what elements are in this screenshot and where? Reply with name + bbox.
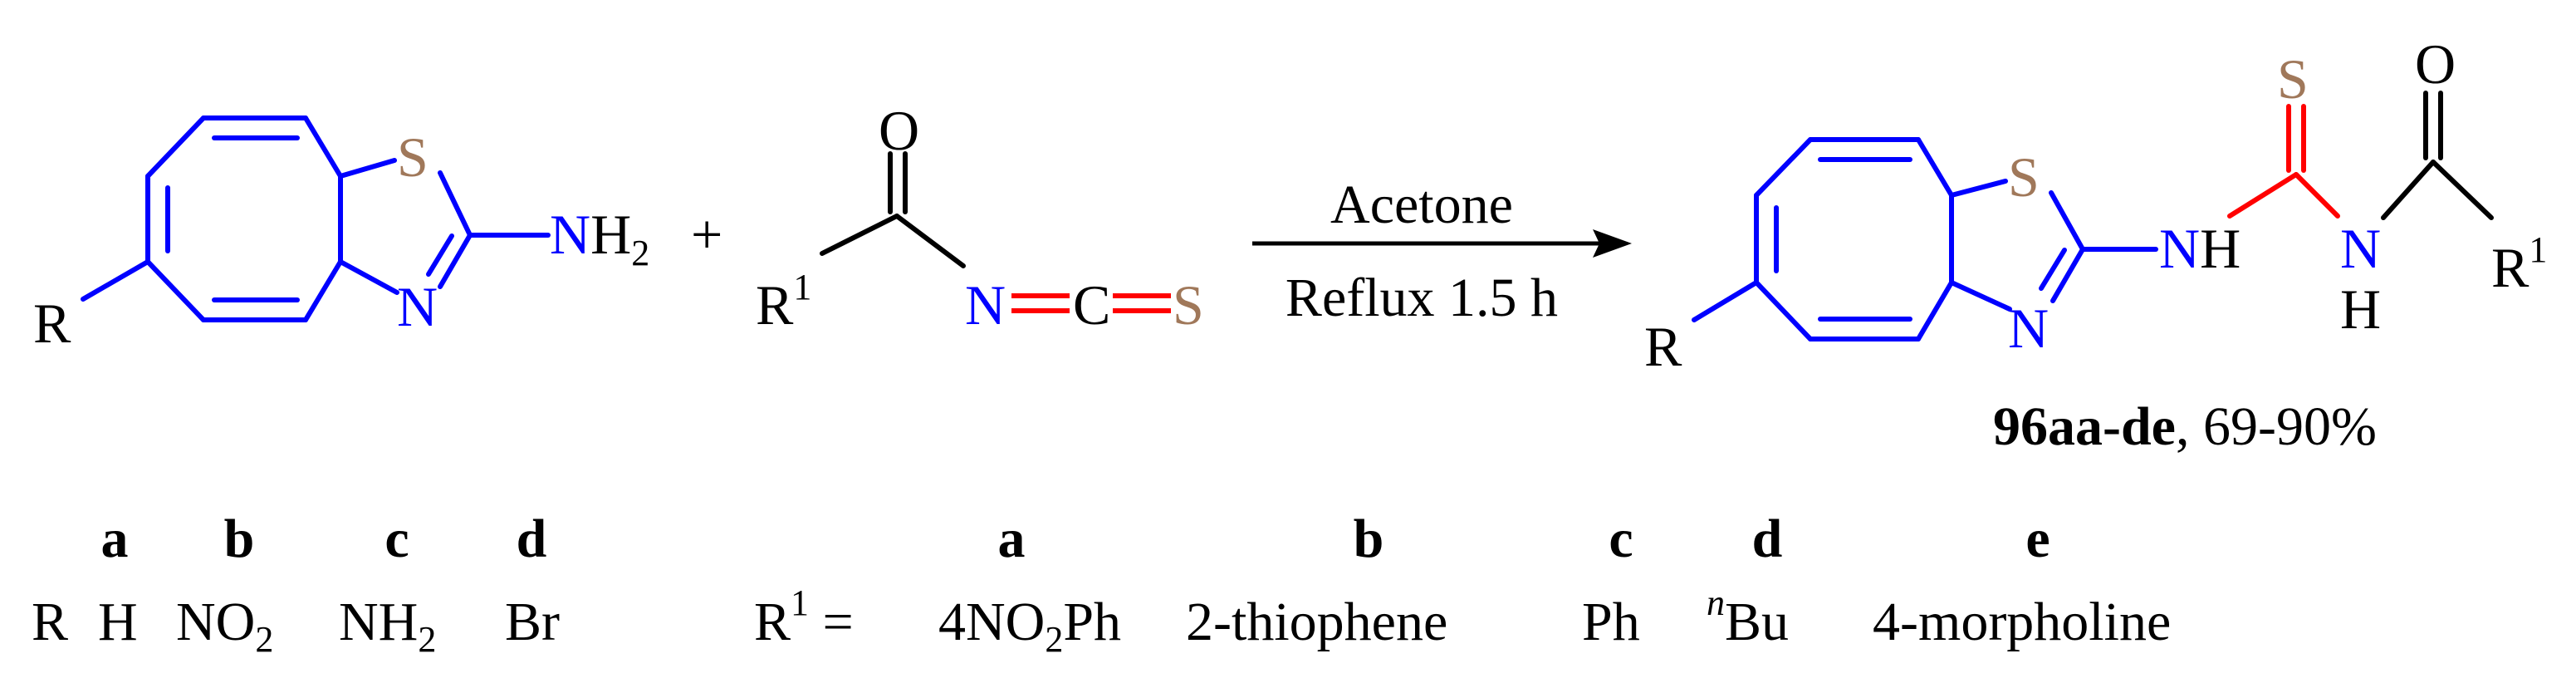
bond bbox=[2431, 160, 2494, 220]
bond bbox=[1754, 280, 1813, 342]
carbonyl-oxygen-label: O bbox=[879, 99, 919, 162]
r-prefix: R bbox=[32, 592, 68, 652]
condition-reflux: Reflux 1.5 h bbox=[1286, 268, 1558, 328]
bond bbox=[1916, 137, 1954, 198]
r-letter-d: d bbox=[517, 509, 547, 569]
product-ring-nitrogen-label: N bbox=[2008, 297, 2049, 360]
bond-inner bbox=[426, 233, 454, 277]
condition-solvent: Acetone bbox=[1330, 174, 1513, 235]
ring-nitrogen-label: N bbox=[397, 275, 438, 338]
plus-sign: + bbox=[691, 203, 722, 266]
bond bbox=[338, 259, 399, 295]
reaction-arrow bbox=[1252, 229, 1632, 258]
r-value-d: Br bbox=[505, 592, 560, 652]
ring-sulfur-label: S bbox=[397, 125, 429, 189]
product-oxygen-label: O bbox=[2415, 32, 2456, 96]
product-thiourea-bonds bbox=[2227, 104, 2340, 219]
r1-letter-e: e bbox=[2025, 509, 2050, 569]
product-ring-sulfur-label: S bbox=[2008, 145, 2040, 209]
bond bbox=[1692, 280, 1759, 322]
bond bbox=[2227, 172, 2299, 219]
bond bbox=[1949, 179, 2008, 198]
r1-value-d: nBu bbox=[1707, 582, 1789, 652]
r1-value-a: 4NO2Ph bbox=[938, 592, 1121, 660]
bond bbox=[1916, 280, 1954, 342]
product-r-label: R bbox=[1644, 315, 1682, 378]
bond bbox=[438, 233, 473, 289]
product-nh2-h-label: H bbox=[2340, 278, 2381, 341]
bond bbox=[303, 115, 343, 179]
product-benzothiazole bbox=[1692, 137, 2158, 342]
bond bbox=[2381, 160, 2436, 220]
r-letter-c: c bbox=[384, 509, 409, 569]
reactant-aminobenzothiazole bbox=[81, 115, 551, 322]
bond bbox=[145, 259, 206, 322]
r-substituent-label: R bbox=[33, 292, 71, 355]
r-letter-a: a bbox=[101, 509, 129, 569]
r1-prefix: R1 = bbox=[754, 582, 854, 652]
product-r1-label: R1 bbox=[2491, 229, 2547, 299]
bond bbox=[1949, 280, 2012, 312]
product-nh1-label: NH bbox=[2159, 217, 2241, 280]
product-acyl-bonds bbox=[2381, 91, 2494, 220]
bond bbox=[1754, 137, 1813, 198]
r-letter-b: b bbox=[224, 509, 255, 569]
reactant-acyl-isothiocyanate bbox=[820, 151, 966, 268]
isothiocyanate-c-label: C bbox=[1073, 273, 1110, 337]
r-value-b: NO2 bbox=[176, 592, 273, 660]
bond bbox=[338, 158, 397, 179]
bond bbox=[894, 214, 966, 268]
r1-label: R1 bbox=[756, 267, 811, 337]
r1-letter-d: d bbox=[1752, 509, 1783, 569]
bond bbox=[2050, 247, 2085, 303]
product-thione-sulfur-label: S bbox=[2277, 47, 2309, 111]
amine-label: NH2 bbox=[550, 203, 649, 273]
bond bbox=[145, 115, 206, 179]
r1-letter-b: b bbox=[1354, 509, 1384, 569]
isothiocyanate-s-label: S bbox=[1173, 273, 1204, 337]
arrow-head bbox=[1593, 229, 1632, 258]
bond bbox=[820, 214, 899, 256]
bond bbox=[438, 170, 473, 238]
r-value-c: NH2 bbox=[339, 592, 436, 660]
bond bbox=[2294, 172, 2340, 219]
r1-value-c: Ph bbox=[1582, 592, 1640, 652]
r1-letter-c: c bbox=[1609, 509, 1633, 569]
r1-value-e: 4-morpholine bbox=[1873, 592, 2171, 652]
bond bbox=[303, 259, 343, 322]
bond bbox=[81, 259, 150, 302]
r1-table: a b c d e R1 = 4NO2Ph 2-thiophene Ph nBu… bbox=[754, 509, 2171, 660]
bond-inner bbox=[2039, 248, 2067, 291]
product-nh2-n-label: N bbox=[2340, 217, 2381, 280]
r1-value-b: 2-thiophene bbox=[1186, 592, 1447, 652]
ncs-bonds bbox=[1011, 293, 1171, 313]
r1-letter-a: a bbox=[998, 509, 1026, 569]
product-name: 96aa-de, 69-90% bbox=[1993, 396, 2377, 457]
r-value-a: H bbox=[98, 592, 138, 652]
isothiocyanate-n-label: N bbox=[965, 273, 1006, 337]
r-table: a b c d R H NO2 NH2 Br bbox=[32, 509, 560, 660]
bond bbox=[2049, 190, 2085, 252]
